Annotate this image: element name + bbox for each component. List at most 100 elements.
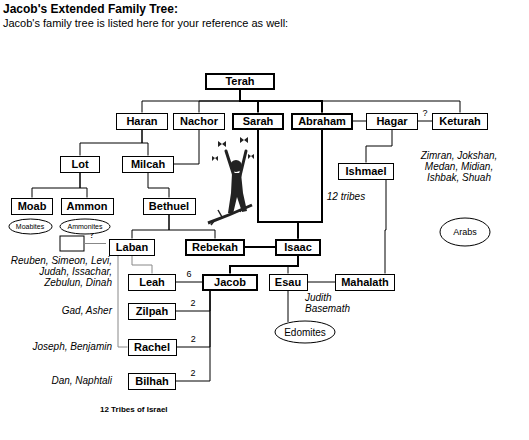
family-line [245,246,275,248]
people-ellipse: Edomites [274,320,336,344]
family-line [288,256,298,274]
page-title: Jacob's Extended Family Tree: [3,2,178,16]
person-box: Haran [116,113,168,130]
person-name: Keturah [439,115,481,128]
person-name: Sarah [243,115,274,128]
family-line [177,291,211,348]
count-label: 2 [189,298,196,308]
person-name: Abraham [298,115,346,128]
person-box: Leah [128,274,176,291]
person-name: Bethuel [149,200,189,213]
person-box: Jacob [202,274,258,291]
family-line [174,130,199,165]
people-ellipse: Arabs [439,217,491,247]
person-name: Zilpah [136,305,168,318]
note-label: Gad, Asher [2,305,112,316]
person-box: Ammon [61,198,114,215]
person-box: Esau [269,274,308,291]
family-line [118,256,128,348]
family-line [142,130,148,156]
person-name: Moabites [16,220,44,233]
family-line [366,130,392,163]
family-line [176,291,210,312]
person-name: Laban [116,241,148,254]
family-line [288,291,289,322]
family-line [240,90,322,113]
person-name: Ammonites [67,220,102,233]
note-label: Zimran, Jokshan, Medan, Midian, Ishbak, … [414,150,504,183]
family-line [258,130,298,239]
people-ellipse: Ammonites [59,218,111,235]
family-line [169,215,215,239]
unknown-person-box [60,236,84,251]
person-box: Bethuel [143,198,196,215]
person-name: Haran [126,115,157,128]
person-name: Arabs [453,226,477,239]
uncertain-link [84,243,106,244]
note-label: Dan, Naphtali [2,375,112,386]
note-label: 12 Tribes of Israel [100,404,168,415]
count-label: 6 [185,269,192,279]
note-label: 12 tribes [322,191,370,202]
person-name: Rebekah [192,241,238,254]
count-label: ? [421,108,428,118]
family-line [199,90,240,113]
person-name: Hagar [376,115,407,128]
family-line [148,173,169,198]
person-box: Bilhah [128,373,176,390]
person-name: Bilhah [135,375,169,388]
child-silhouette [208,137,254,225]
family-line [176,282,202,283]
person-name: Edomites [284,326,326,339]
person-name: Jacob [214,276,246,289]
person-name: Terah [225,75,254,88]
person-name: Moab [18,200,47,213]
family-line [132,215,169,239]
person-box: Rebekah [185,239,245,256]
person-box: Mahalath [335,274,395,291]
family-line [418,121,432,122]
person-box: Nachor [173,113,225,130]
family-line [322,101,460,113]
note-label: Jacob's family tree is listed here for y… [3,17,288,30]
person-box: Terah [205,73,275,90]
note-label: Reuben, Simeon, Levi, Judah, Issachar, Z… [2,255,112,288]
person-name: Ishmael [346,165,387,178]
family-line [176,291,210,382]
person-name: Mahalath [341,276,389,289]
person-name: Esau [275,276,301,289]
person-box: Keturah [432,113,488,130]
family-line [32,173,80,198]
person-name: Rachel [134,341,170,354]
note-label: Judith [305,292,332,303]
person-name: Leah [139,276,165,289]
family-line [132,256,152,274]
family-line [308,282,336,283]
person-name: Lot [71,158,88,171]
person-box: Zilpah [128,303,176,320]
people-ellipse: Moabites [8,218,53,235]
person-box: Moab [11,198,53,215]
family-line [80,173,87,198]
person-box: Isaac [275,239,321,256]
person-name: Ammon [67,200,108,213]
family-line [385,180,386,274]
person-name: Milcah [131,158,165,171]
family-line [298,130,322,239]
person-name: Isaac [284,241,312,254]
person-box: Hagar [366,113,418,130]
person-box: Ishmael [338,163,394,180]
person-box: Milcah [122,156,174,173]
family-line [142,90,240,113]
person-box: Lot [60,156,100,173]
person-name: Nachor [180,115,218,128]
family-line [230,256,298,274]
person-box: Rachel [128,339,177,356]
person-box: Sarah [232,113,284,130]
note-label: Basemath [305,303,350,314]
family-line [353,121,366,122]
person-box: Abraham [291,113,353,130]
count-label: 2 [189,368,196,378]
count-label: 2 [190,334,197,344]
